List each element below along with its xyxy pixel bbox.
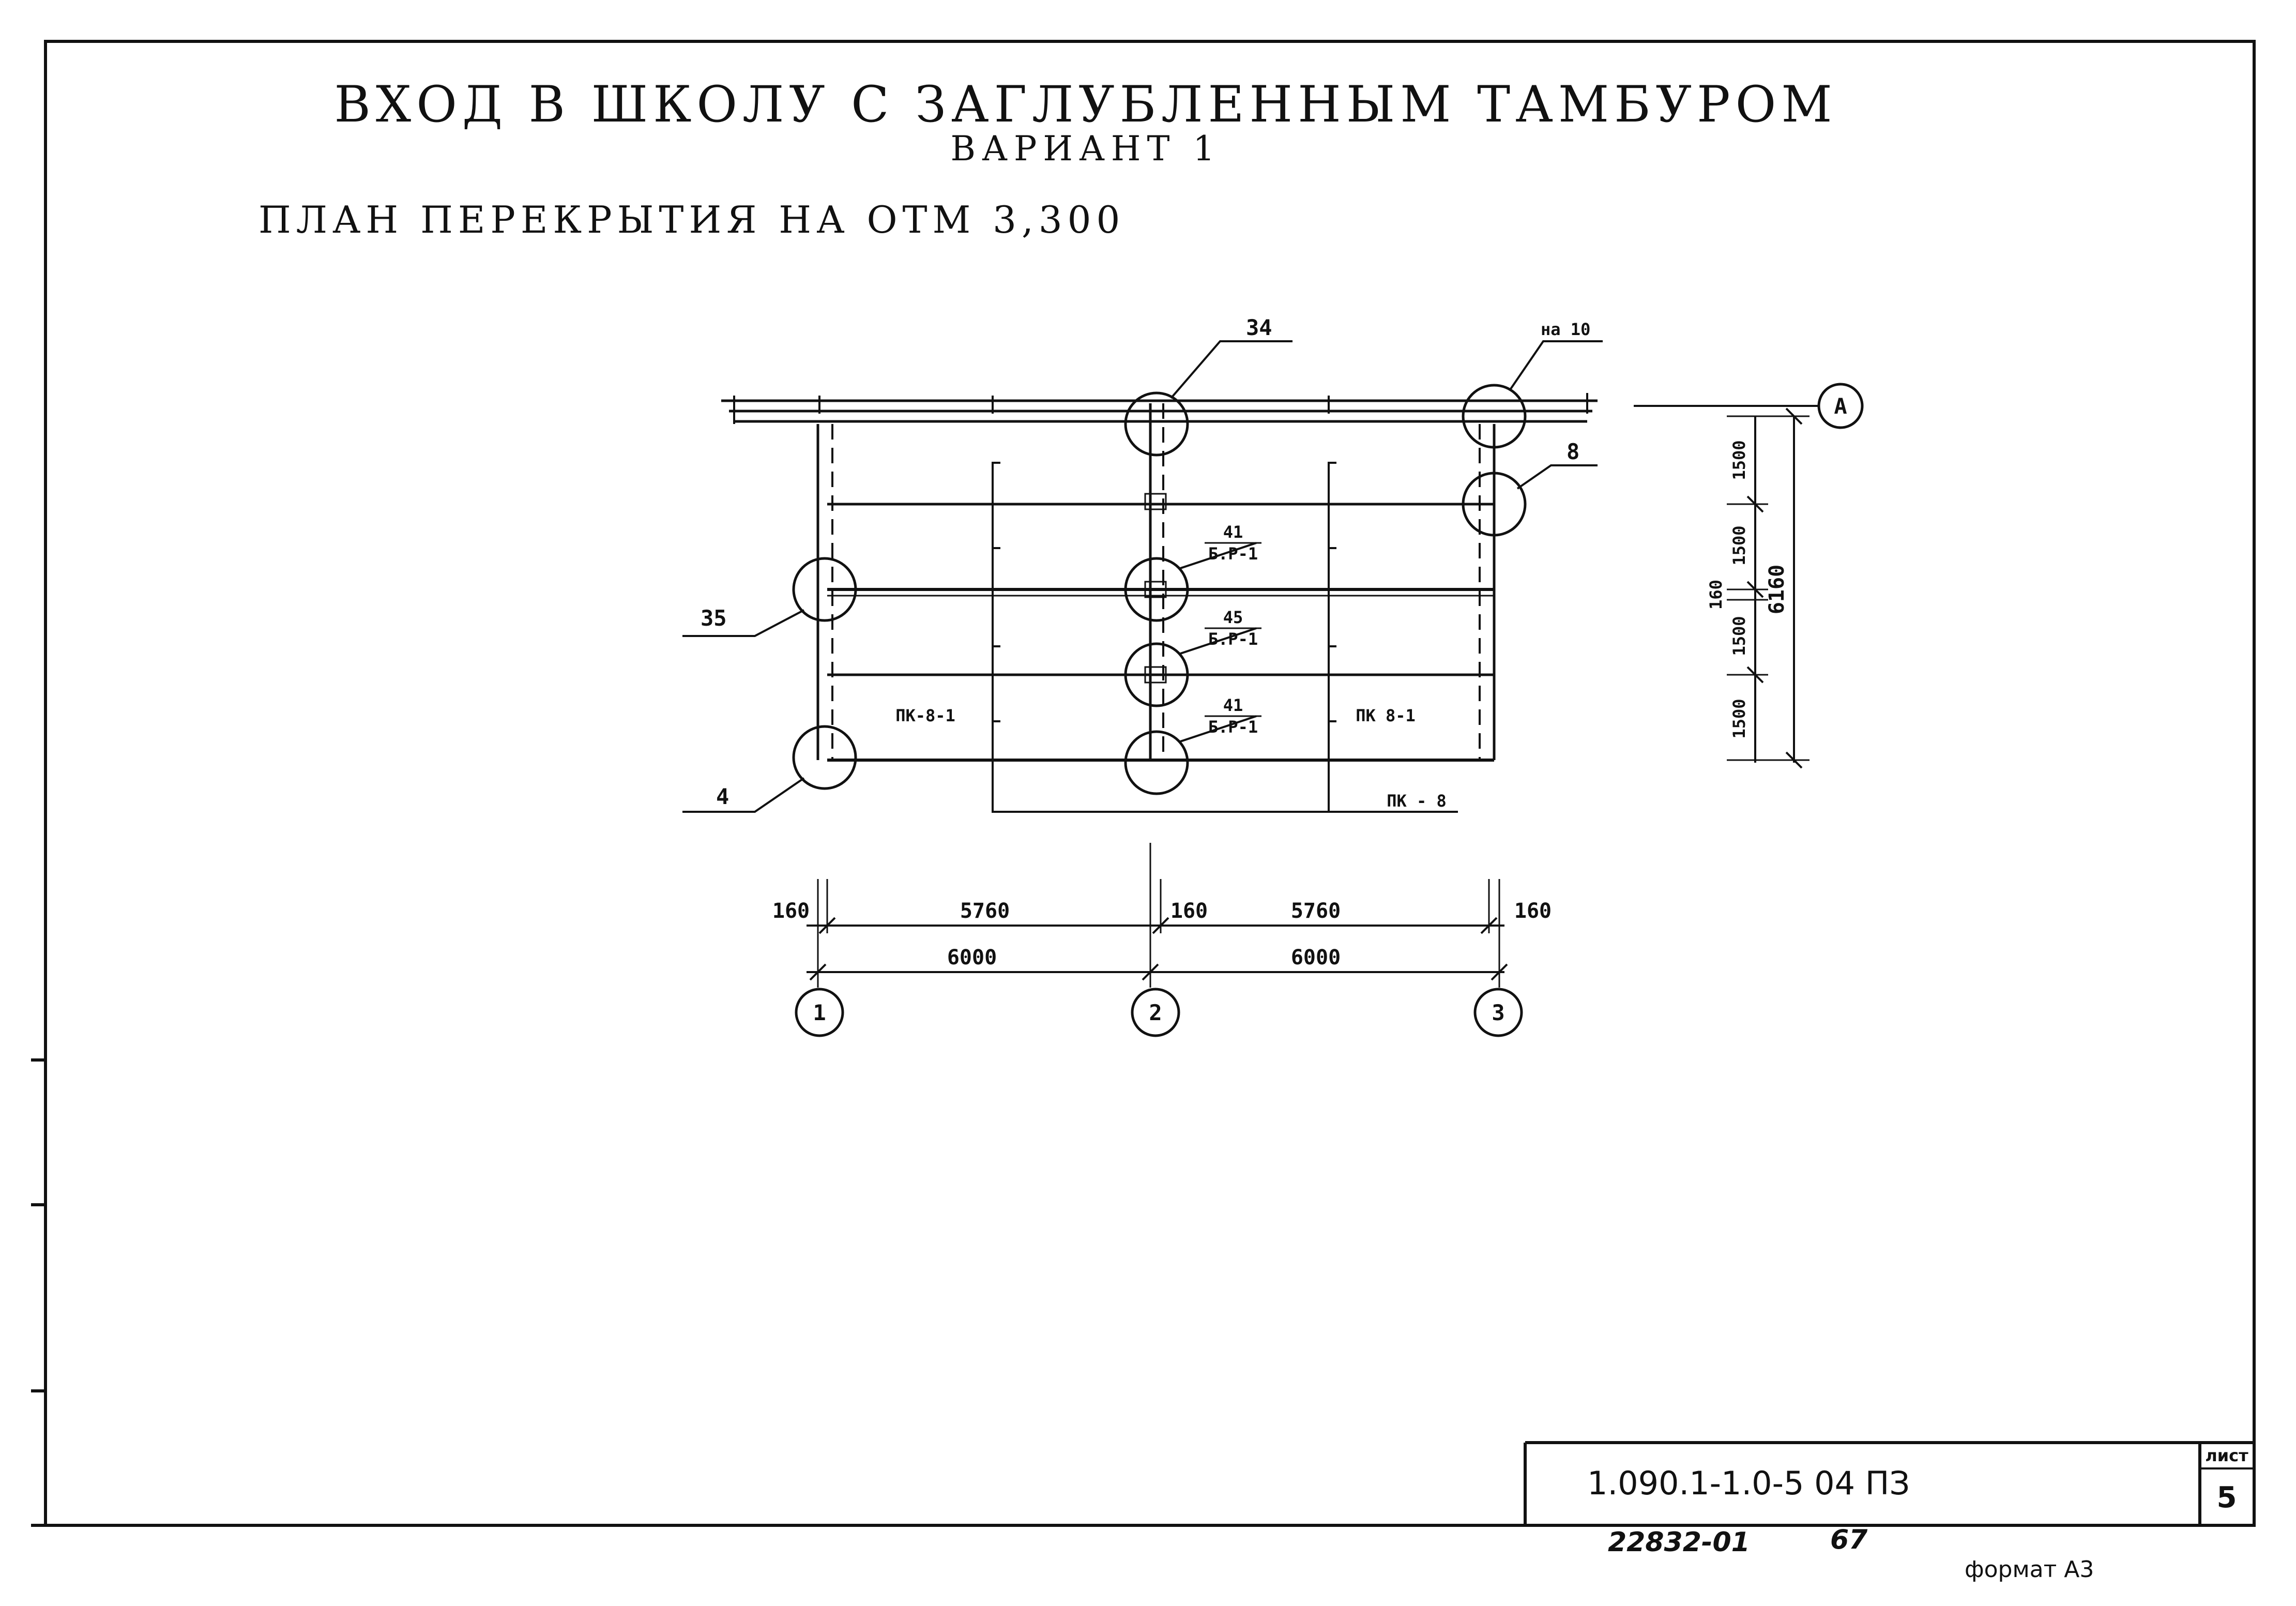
callout-34: 34 [1246,315,1272,340]
callout-8: 8 [1567,439,1579,464]
inventory-number: 22832-01 [1608,1527,1750,1558]
sheet-frame [44,40,2256,1527]
callout-45: 45 [1223,608,1243,627]
vdim-1500-2: 1500 [1729,525,1749,565]
node-circle-34 [1124,391,1189,457]
doc-code: 1.090.1-1.0-5 04 ПЗ [1587,1464,1910,1502]
leader-41a [1178,542,1257,570]
node-detail [1144,666,1167,684]
vdim-tick [1746,581,1764,598]
hdim-tick [1491,963,1508,981]
vdim-1500-1: 1500 [1729,440,1749,480]
node-circle-4 [792,725,857,790]
leader-34 [1170,340,1293,399]
node-circle-8 [1462,472,1527,537]
callout-10: на 10 [1541,320,1590,339]
leader-35 [682,609,804,637]
node-circle-41b [1124,730,1189,795]
vdim-tick [1785,407,1803,425]
sheet-label: лист [2205,1446,2248,1465]
vdim-tick [1746,495,1764,513]
callout-41b: 41 [1223,695,1243,715]
node-circle-10 [1462,384,1527,449]
vdim-1500-4: 1500 [1729,699,1749,738]
callout-35: 35 [701,605,727,631]
hdim-tick [809,963,827,981]
callout-4: 4 [716,784,729,809]
hdim-tick [818,917,836,934]
leader-8 [1516,464,1598,490]
page-number: 67 [1830,1524,1868,1555]
axis-a-label: А [1834,393,1847,419]
leader-41b [1178,715,1257,743]
vdim-tick [1746,666,1764,684]
hdim-tick [1152,917,1169,934]
slab-label-bottom: ПК - 8 [1387,791,1447,811]
node-circle-35 [792,557,857,622]
hdim-160-mid: 160 [1170,899,1208,923]
format-label: формат А3 [1965,1556,2094,1583]
hdim-6000-right: 6000 [1291,946,1341,969]
hdim-tick [1480,917,1498,934]
hdim-tick [1142,963,1159,981]
hdim-5760-left: 5760 [960,899,1010,923]
node-detail [1144,581,1167,598]
title-block: 1.090.1-1.0-5 04 ПЗ лист 5 [1524,1441,2254,1525]
plan-heading: ПЛАН ПЕРЕКРЫТИЯ НА ОТМ 3,300 [259,198,1125,241]
axis-2-label: 2 [1149,1000,1162,1025]
axis-a-marker [1817,383,1864,429]
callout-45-sub: Б.Р-1 [1208,629,1258,649]
axis-1-marker [795,988,844,1037]
slab-bracket [992,462,1336,813]
hdim-160-left: 160 [772,899,810,923]
floor-plan: ПК-8-1 ПК 8-1 ПК - 8 34 на 10 8 35 4 41 … [682,315,1864,1037]
axis-3-marker [1473,988,1523,1037]
node-detail [1144,493,1167,510]
hdim-5760-right: 5760 [1291,899,1341,923]
callout-41a-sub: Б.Р-1 [1208,544,1258,564]
leader-4 [682,777,805,813]
sheet-number: 5 [2217,1481,2237,1514]
hdim-6000-left: 6000 [947,946,997,969]
vdim-160: 160 [1706,580,1726,610]
slab-label-right: ПК 8-1 [1356,706,1416,725]
axis-2-marker [1131,988,1180,1037]
axis-1-label: 1 [813,1000,826,1025]
drawing-subtitle: ВАРИАНТ 1 [951,129,1221,169]
axis-3-label: 3 [1492,1000,1504,1025]
drawing-title: ВХОД В ШКОЛУ С ЗАГЛУБЛЕННЫМ ТАМБУРОМ [334,75,1837,133]
leader-45 [1178,627,1257,655]
node-circle-41a [1124,557,1189,622]
node-circle-45 [1124,642,1189,707]
hdim-160-right: 160 [1514,899,1552,923]
vdim-1500-3: 1500 [1729,616,1749,656]
callout-41a: 41 [1223,522,1243,542]
slab-label-left: ПК-8-1 [895,706,955,725]
leader-10 [1509,340,1603,391]
vdim-tick [1785,751,1803,769]
vdim-6160: 6160 [1765,565,1789,614]
callout-41b-sub: Б.Р-1 [1208,717,1258,737]
